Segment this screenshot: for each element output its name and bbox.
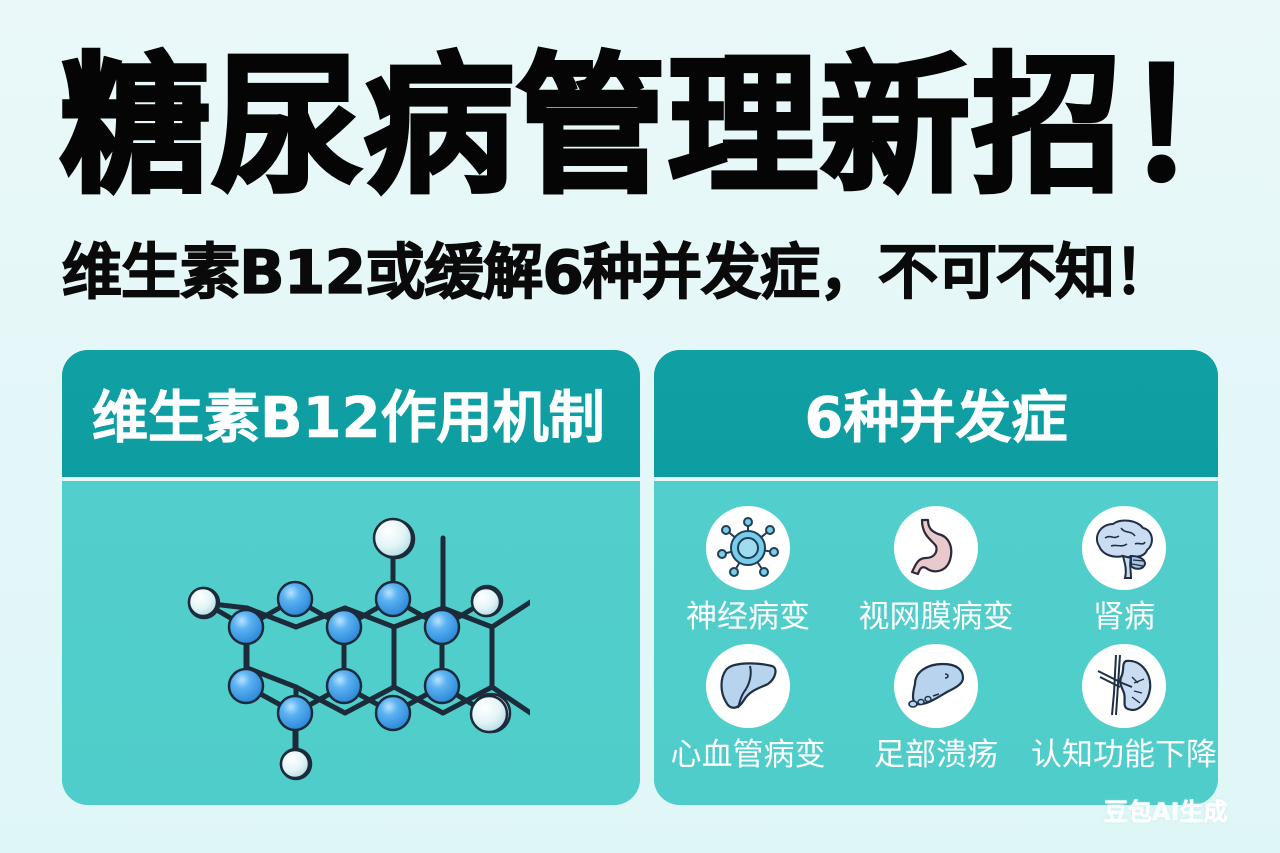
- complication-label: 视网膜病变: [858, 599, 1014, 635]
- complication-label: 肾病: [1093, 599, 1155, 635]
- complication-item: 认知功能下降: [1030, 644, 1218, 774]
- complication-item: 心血管病变: [654, 644, 842, 774]
- subtitle: 维生素B12或缓解6种并发症，不可不知！: [61, 237, 1174, 308]
- complications-panel: 6种并发症: [654, 350, 1218, 805]
- complications-panel-body: 神经病变 视网膜病变: [654, 481, 1218, 805]
- mechanism-panel: 维生素B12作用机制: [62, 350, 640, 805]
- virus-cell-icon: [706, 506, 790, 590]
- complication-item: 足部溃疡: [842, 644, 1030, 774]
- complication-label: 神经病变: [686, 599, 810, 635]
- complication-label: 心血管病变: [670, 737, 826, 773]
- panel-divider: [654, 477, 1218, 481]
- mechanism-panel-body: [62, 481, 640, 805]
- mechanism-panel-title: 维生素B12作用机制: [92, 386, 605, 452]
- stomach-icon: [894, 506, 978, 590]
- kidney-icon: [1082, 644, 1166, 728]
- panel-divider: [62, 477, 640, 481]
- brain-icon: [1082, 506, 1166, 590]
- main-title: 糖尿病管理新招！: [58, 40, 1277, 214]
- complications-panel-header: 6种并发症: [654, 350, 1218, 477]
- liver-icon: [706, 644, 790, 728]
- complication-label: 认知功能下降: [1031, 737, 1217, 773]
- complication-item: 神经病变: [654, 506, 842, 636]
- complications-grid: 神经病变 视网膜病变: [654, 506, 1218, 774]
- complication-item: 肾病: [1030, 506, 1218, 636]
- complication-label: 足部溃疡: [874, 737, 998, 773]
- complications-panel-title: 6种并发症: [804, 386, 1068, 452]
- mechanism-panel-header: 维生素B12作用机制: [62, 350, 640, 477]
- complication-item: 视网膜病变: [842, 506, 1030, 636]
- ai-generated-watermark: 豆包AI生成: [1104, 798, 1228, 827]
- molecule-diagram: [187, 517, 509, 780]
- pancreas-icon: [894, 644, 978, 728]
